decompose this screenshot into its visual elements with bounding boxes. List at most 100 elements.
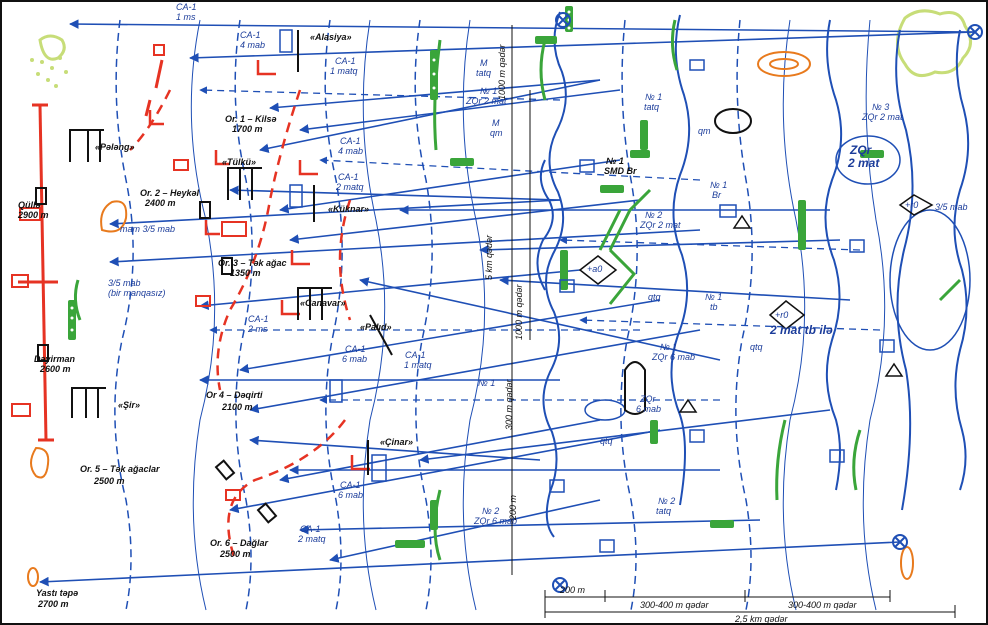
label-n1-br: № 1 — [710, 180, 727, 190]
label-ca1-h-sub: 1 matq — [404, 360, 432, 370]
label-ca1-d: CA-1 — [340, 136, 361, 146]
label-ca1-a: CA-1 — [176, 2, 197, 12]
label-sign-c: +r0 — [905, 200, 918, 210]
label-n1-br-sub: Br — [712, 190, 722, 200]
label-zqr2: ZQr — [849, 143, 873, 157]
label-n1-tb-sub: tb — [710, 302, 718, 312]
label-or1-dist: 1700 m — [232, 124, 263, 134]
enemy-units — [11, 44, 247, 501]
label-n2-tatq-sub: tatq — [656, 506, 671, 516]
label-ca1-i-sub: 6 mab — [338, 490, 363, 500]
label-qeder-1000b: 1000 m qədər — [514, 283, 524, 340]
vegetation-areas — [38, 9, 972, 78]
label-n1-tb: № 1 — [705, 292, 722, 302]
label-zqr6: ZQr — [639, 394, 656, 404]
label-qtq2: qtq — [750, 342, 763, 352]
black-symbols — [35, 30, 752, 524]
label-alasiya: «Alasiya» — [310, 32, 352, 42]
label-dist-200-top: 200 m — [508, 494, 518, 521]
label-qulle-dist: 2900 m — [17, 210, 49, 220]
label-zqr6-sub: 6 mab — [636, 404, 661, 414]
unit-symbols — [279, 29, 971, 553]
label-or5-dist: 2500 m — [93, 476, 125, 486]
label-n1-zqr2-sub: ZQr 2 mat — [465, 96, 507, 106]
label-canavar: «Canavar» — [300, 298, 346, 308]
label-ca1-i: CA-1 — [340, 480, 361, 490]
label-n1-zqr6: № 1 — [660, 342, 677, 352]
label-ca1-c: CA-1 — [335, 56, 356, 66]
label-or4-dist: 2100 m — [221, 402, 253, 412]
fire-lines — [39, 19, 976, 587]
signs — [578, 194, 934, 413]
label-n1-small: № 1 — [478, 378, 495, 388]
label-n2-zqr6: № 2 — [482, 506, 499, 516]
label-n3-zqr2-sub: ZQr 2 mat — [861, 112, 903, 122]
label-m-tatq-sub: tatq — [476, 68, 491, 78]
tree-dots — [68, 6, 884, 548]
label-qeder-5km: 5 km qədər — [484, 234, 494, 280]
label-m-qm-sub: qm — [490, 128, 503, 138]
blue-thin-lines — [190, 19, 886, 611]
label-or6-dist: 2500 m — [219, 549, 251, 559]
label-ca1-d-sub: 4 mab — [338, 146, 363, 156]
label-qulle: Qüllə — [18, 200, 41, 210]
label-n1-smd: № 1 — [606, 156, 624, 166]
label-ca1-b-sub: 4 mab — [240, 40, 265, 50]
label-palid: «Palıd» — [360, 322, 392, 332]
crossing-marks — [552, 12, 983, 593]
label-m-qm: M — [492, 118, 500, 128]
label-bir-manqasiz: 3/5 mab — [108, 278, 141, 288]
label-n1-zqr2: № 1 — [480, 86, 497, 96]
label-dist-200-bottom: 200 m — [559, 585, 586, 595]
measure-lines — [511, 25, 956, 618]
label-n1-smd-sub: SMD Br — [604, 166, 637, 176]
label-mat-tb: 2 mat tb ilə — [769, 323, 833, 337]
label-n1-tatq-sub: tatq — [644, 102, 659, 112]
fire-lines-dashed — [199, 86, 881, 404]
label-or2-dist: 2400 m — [144, 198, 176, 208]
label-n1-tatq: № 1 — [645, 92, 662, 102]
label-ca1-j-sub: 2 matq — [297, 534, 326, 544]
label-dist-25km: 2,5 km qədər — [734, 614, 789, 624]
label-mam: mam 3/5 mab — [120, 224, 175, 234]
label-qm: qm — [698, 126, 711, 136]
label-yasti-tepe: Yastı təpə — [36, 588, 78, 598]
label-or2: Or. 2 – Heykəl — [140, 188, 200, 198]
label-deyirman: Dəyirman — [34, 354, 76, 364]
label-n2-zqr6-sub: ZQr 6 mab — [473, 516, 517, 526]
label-ca1-h: CA-1 — [405, 350, 426, 360]
label-dist-300-400-a: 300-400 m qədər — [640, 600, 710, 610]
label-or3-dist: 1350 m — [230, 268, 261, 278]
label-or3: Or. 3 – Tək ağac — [218, 258, 287, 268]
label-bir-manqasiz2: (bir manqasız) — [108, 288, 166, 298]
label-m-tatq: M — [480, 58, 488, 68]
label-sir: «Şir» — [118, 400, 140, 410]
label-dist-300-400-b: 300-400 m qədər — [788, 600, 858, 610]
label-ca1-g-sub: 6 mab — [342, 354, 367, 364]
label-qeder-1000: 1000 m qədər — [497, 43, 507, 100]
label-ca1-b: CA-1 — [240, 30, 261, 40]
label-kuknar: «Küknar» — [328, 204, 369, 214]
label-sign-a: +a0 — [587, 264, 602, 274]
label-palang: «Pələng» — [95, 142, 135, 152]
label-zqr2-sub: 2 mat — [847, 156, 880, 170]
label-sign-b: +r0 — [775, 310, 788, 320]
label-qtq1: qtq — [648, 292, 661, 302]
green-hedges — [73, 19, 962, 561]
label-mab35: 3/5 mab — [935, 202, 968, 212]
label-ca1-j: CA-1 — [300, 524, 321, 534]
vegetation-dots — [30, 56, 68, 88]
label-n1-zqr6-sub: ZQr 6 mab — [651, 352, 695, 362]
label-ca1-g: CA-1 — [345, 344, 366, 354]
label-n2-zqr2: № 2 — [645, 210, 662, 220]
label-ca1-f-sub: 2 ms — [247, 324, 268, 334]
label-or5: Or. 5 – Tək ağaclar — [80, 464, 160, 474]
label-qeder-300: 300 m qədər — [504, 378, 514, 430]
label-ca1-e: CA-1 — [338, 172, 359, 182]
label-cinar: «Çinar» — [380, 437, 413, 447]
tree-dot-spots — [70, 10, 571, 332]
label-or1: Or. 1 – Kilsə — [225, 114, 277, 124]
label-deyirman-dist: 2600 m — [39, 364, 71, 374]
